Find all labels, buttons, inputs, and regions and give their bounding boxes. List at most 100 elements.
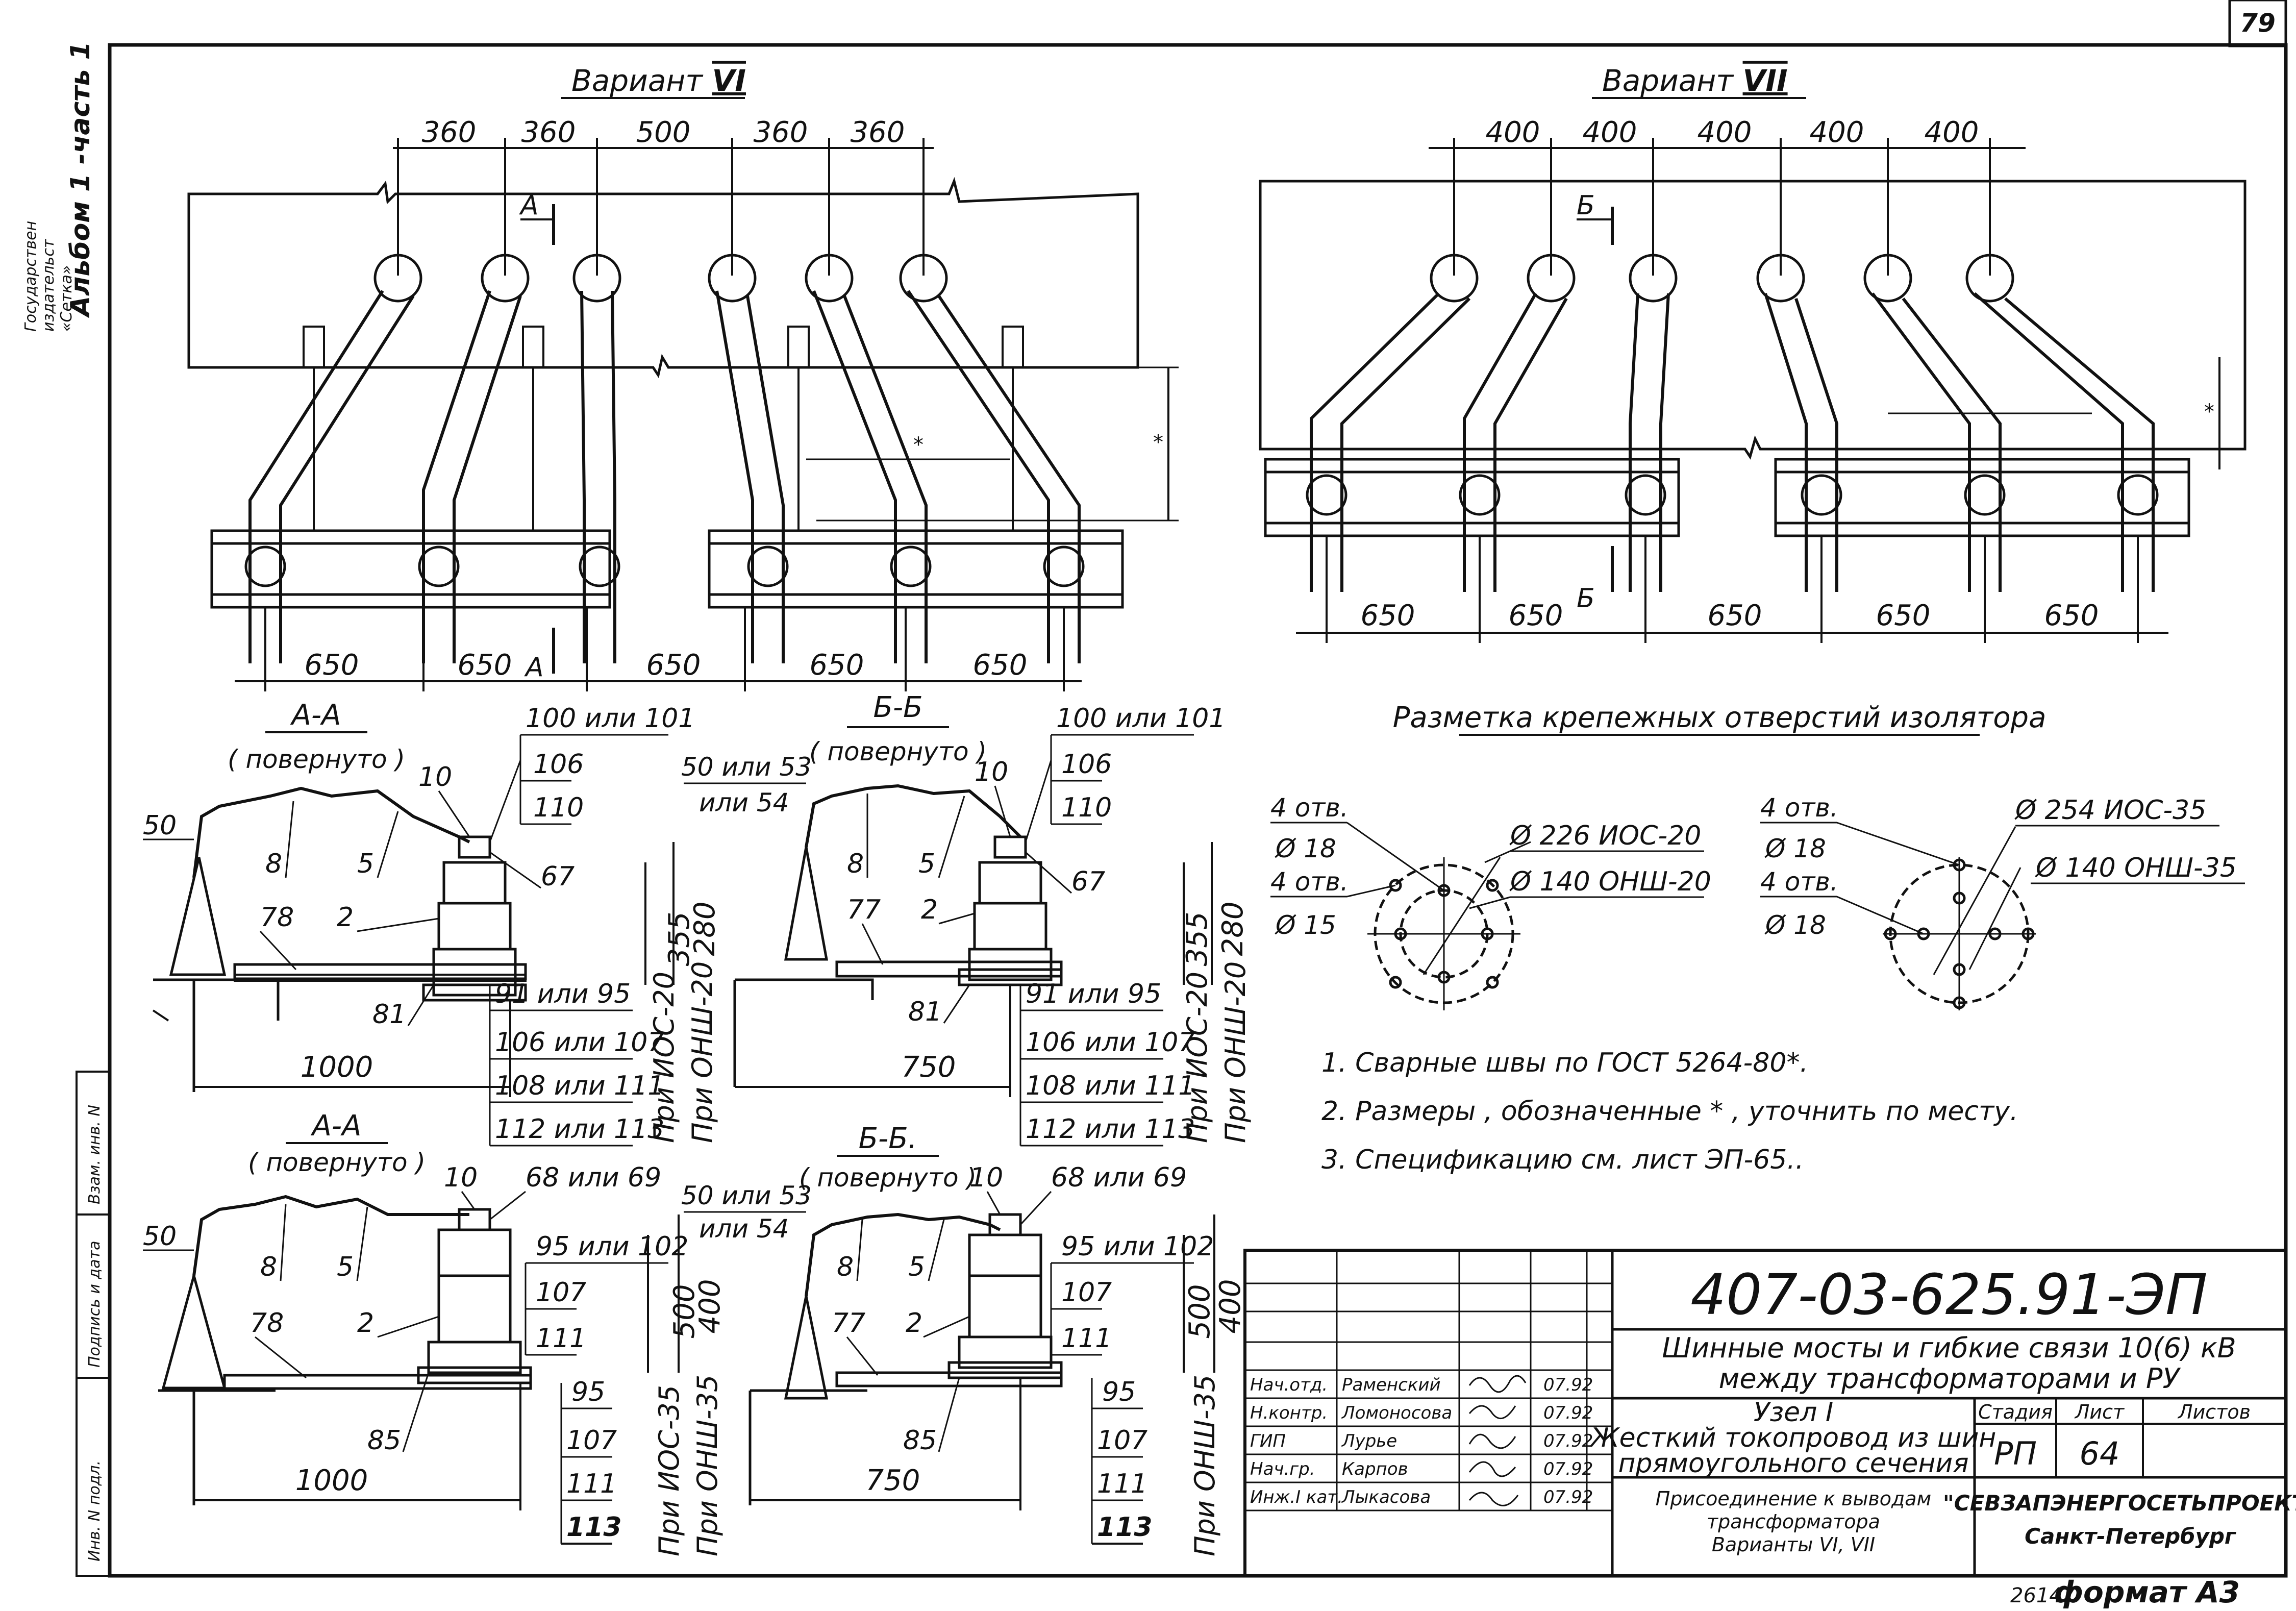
outer-frame	[108, 43, 2288, 1578]
s4-title: Б-Б.	[859, 1122, 917, 1155]
s2-callout-3: 110	[1061, 792, 1112, 823]
s2-label-54: или 54	[699, 788, 789, 817]
s3-label-85: 85	[367, 1425, 401, 1456]
s4-subtitle: ( повернуто )	[799, 1163, 977, 1193]
s2-list-4: 112 или 113	[1026, 1114, 1195, 1145]
vii-section-mark-bottom: Б	[1577, 583, 1595, 614]
s1-rot-label-2: При ОНШ-20	[686, 961, 718, 1143]
s2-title: Б-Б	[873, 691, 922, 724]
mr-callout-2: Ø 140 ОНШ-35	[2035, 853, 2237, 883]
format-label: формат А3	[2054, 1575, 2240, 1609]
vii-top-dim-1: 400	[1486, 116, 1540, 149]
s2-label-5: 5	[918, 849, 935, 879]
ml-label-3: 4 отв.	[1270, 867, 1349, 897]
s1-callout-1: 100 или 101	[526, 703, 695, 734]
s3-callout-3: 111	[536, 1323, 586, 1354]
s3-label-50: 50	[143, 1221, 177, 1252]
vii-bottom-dim-5: 650	[2044, 599, 2099, 632]
ml-label-4: Ø 15	[1275, 910, 1336, 940]
s1-list-4: 112 или 113	[495, 1114, 664, 1145]
section-bb-lower: Б-Б. ( повернуто ) 750 50 или 53 или 54 …	[681, 1122, 1247, 1556]
s2-width-dim: 750	[902, 1051, 956, 1084]
s1-label-2: 2	[337, 902, 354, 933]
s1-title: А-А	[290, 699, 341, 732]
doc-code: 407-03-625.91-ЭП	[1690, 1262, 2207, 1327]
project-title-2: между трансформаторами и РУ	[1719, 1362, 2181, 1395]
s3-list-2: 107	[566, 1425, 617, 1456]
sheet-value: 64	[2080, 1435, 2120, 1472]
s4-label-2: 2	[906, 1308, 922, 1339]
s3-subtitle: ( повернуто )	[248, 1148, 426, 1177]
sheet-desc-2: трансформатора	[1707, 1510, 1880, 1533]
s4-label-5: 5	[908, 1252, 925, 1282]
sig-name-3: Лурье	[1341, 1431, 1397, 1451]
s1-width-dim: 1000	[301, 1051, 373, 1084]
sig-date-3: 07.92	[1543, 1431, 1593, 1451]
vi-top-dim-2: 360	[521, 116, 576, 149]
stamp-label-3: Инв. N подл.	[86, 1460, 104, 1562]
s3-title: А-А	[311, 1109, 362, 1143]
s1-list-1: 91 или 95	[495, 979, 631, 1009]
node-label: Узел I	[1754, 1397, 1833, 1428]
sig-date-4: 07.92	[1543, 1459, 1593, 1479]
s4-dim-500: 500	[1183, 1284, 1216, 1339]
sig-name-2: Ломоносова	[1341, 1403, 1452, 1423]
vii-top-dim-5: 400	[1925, 116, 1979, 149]
title-block: 407-03-625.91-ЭП Шинные мосты и гибкие с…	[1243, 1249, 2296, 1577]
vi-bottom-dim-1: 650	[305, 649, 359, 682]
s3-label-5: 5	[337, 1252, 354, 1282]
s3-label-2: 2	[357, 1308, 374, 1339]
section-aa-lower: А-А ( повернуто ) 1000 50 8 5 78 2 85 10…	[143, 1109, 727, 1556]
s3-dim-400: 400	[693, 1279, 727, 1334]
vi-bottom-dim-2: 650	[458, 649, 512, 682]
s1-label-67: 67	[541, 861, 575, 892]
s3-dim-500: 500	[668, 1284, 701, 1339]
s4-list-2: 107	[1097, 1425, 1147, 1456]
s1-callout-3: 110	[533, 792, 584, 823]
vi-section-mark-top: А	[519, 190, 539, 221]
s4-top-right: 68 или 69	[1051, 1162, 1187, 1193]
variant-vi-plan: Вариант VI 360 360 500 360 360	[187, 63, 1179, 691]
s3-callout-2: 107	[536, 1277, 586, 1308]
s3-rot-label-2: При ОНШ-35	[691, 1375, 723, 1556]
sheet-desc-1: Присоединение к выводам	[1656, 1488, 1931, 1510]
sheets-header: Листов	[2177, 1401, 2251, 1423]
mr-label-4: Ø 18	[1764, 910, 1826, 940]
mr-label-1: 4 отв.	[1760, 793, 1838, 823]
vii-star-mark: *	[2204, 400, 2214, 424]
vi-top-dim-4: 360	[754, 116, 808, 149]
s2-callout-2: 106	[1061, 749, 1112, 780]
marking-right-diagram	[1883, 826, 2036, 1010]
s4-width-dim: 750	[866, 1464, 920, 1497]
s2-callout-1: 100 или 101	[1056, 703, 1226, 734]
s2-label-10: 10	[975, 757, 1008, 787]
album-label: Альбом 1 -часть 1	[65, 41, 96, 318]
vi-support-frame	[210, 529, 1124, 609]
vii-bottom-dim-2: 650	[1509, 599, 1563, 632]
s1-label-5: 5	[357, 849, 374, 879]
side-strip: Альбом 1 -часть 1 Государствен издательс…	[22, 41, 111, 1577]
variant-vii-plan: Вариант VII 400 400 400 400 400	[1259, 63, 2247, 643]
org-name: "СЕВЗАПЭНЕРГОСЕТЬПРОЕКТ"	[1943, 1491, 2296, 1516]
vii-bottom-dim-3: 650	[1708, 599, 1762, 632]
sig-date-1: 07.92	[1543, 1375, 1593, 1395]
marking-title: Разметка крепежных отверстий изолятора	[1393, 701, 2047, 734]
s2-label-2: 2	[921, 895, 938, 925]
vii-bus-bars	[1310, 292, 2155, 592]
sig-name-4: Карпов	[1342, 1459, 1408, 1479]
sig-date-5: 07.92	[1543, 1487, 1593, 1507]
vi-bus-bars	[248, 290, 1081, 663]
org-city: Санкт-Петербург	[2025, 1524, 2237, 1549]
variant-vii-title: Вариант VII	[1602, 63, 1788, 98]
sig-role-4: Нач.гр.	[1250, 1459, 1315, 1479]
s2-label-8: 8	[847, 849, 864, 879]
s1-label-8: 8	[265, 849, 282, 879]
mr-label-3: 4 отв.	[1760, 867, 1838, 897]
s4-callout-3: 111	[1061, 1323, 1112, 1354]
sheet-header: Лист	[2074, 1401, 2125, 1423]
s1-rot-label-1: При ИОС-20	[648, 972, 680, 1143]
s4-list-1: 95	[1102, 1377, 1136, 1407]
stamp-label-1: Взам. инв. N	[86, 1105, 104, 1204]
s4-callout-1: 95 или 102	[1061, 1231, 1214, 1262]
